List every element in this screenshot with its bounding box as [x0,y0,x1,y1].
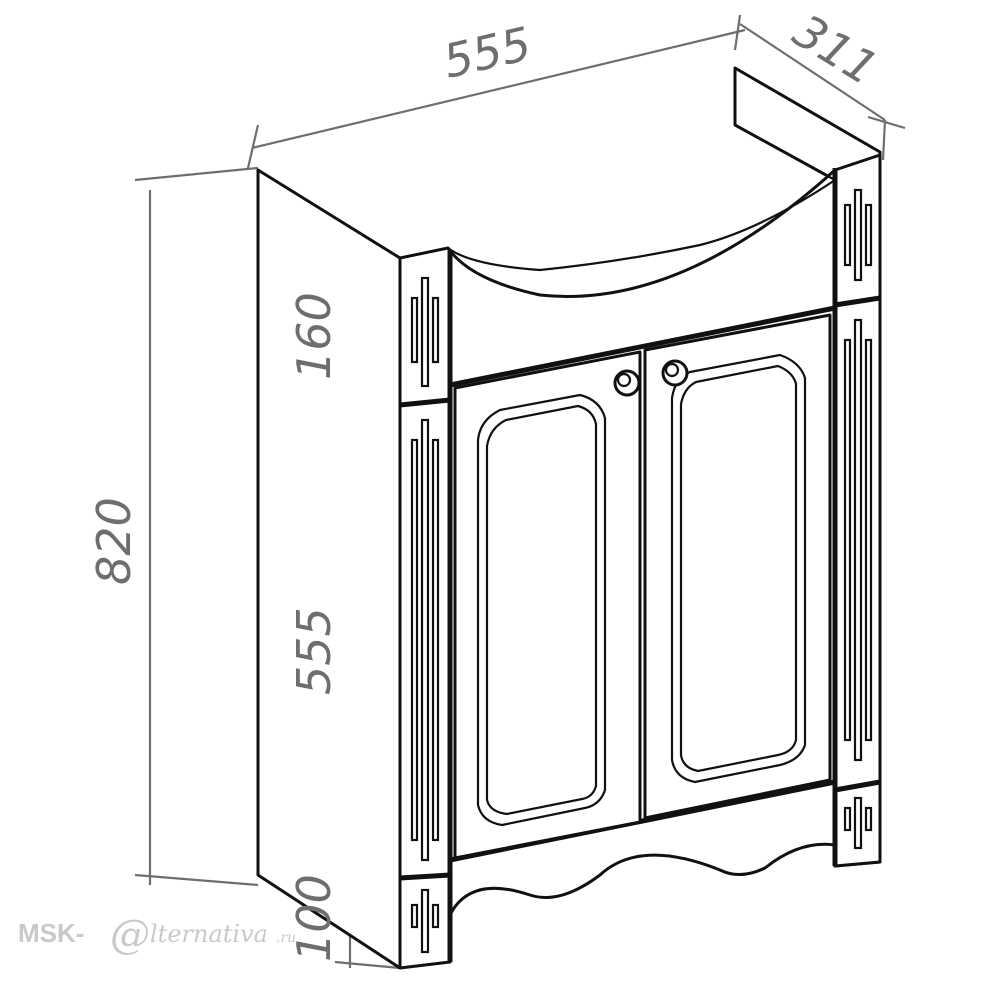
ornament-left-middle [410,418,440,862]
right-door-panel-inner [679,364,798,773]
left-door [453,350,642,860]
right-door [643,313,832,820]
right-door-knob-highlight [664,362,680,378]
left-door-knob-highlight [616,372,632,388]
ornament-right-middle [843,318,873,762]
ornament-right-top [843,188,873,282]
ornament-right-bottom [843,796,873,850]
depth-label: 311 [784,4,887,96]
top-rail [449,305,836,388]
left-side-panel [256,168,402,970]
left-door-panel [476,393,607,827]
left-door-knob [613,369,641,397]
left-door-panel-inner [485,404,598,816]
right-rail-bottom [834,779,881,793]
width-label: 555 [438,16,536,88]
top-section-label: 160 [287,292,341,380]
sink-cutout [447,124,837,272]
doors [453,313,832,860]
watermark-prefix: MSK- [18,918,84,948]
pilaster-ornaments [410,188,873,954]
left-rail-bottom [399,872,451,881]
total-height-label: 820 [87,497,141,585]
ornament-left-bottom [410,888,440,954]
right-door-knob [661,359,689,387]
left-rail-top [399,397,451,408]
bottom-section-label: 100 [287,874,341,962]
right-door-panel [670,353,807,784]
watermark-at: @ [110,912,150,958]
watermark: MSK- @ lternativa .ru [18,912,296,958]
door-height-label: 555 [287,607,341,695]
ornament-left-top [410,276,440,388]
watermark-tld: .ru [276,930,296,946]
right-rail-top [834,295,881,308]
watermark-suffix: lternativa [150,920,268,948]
